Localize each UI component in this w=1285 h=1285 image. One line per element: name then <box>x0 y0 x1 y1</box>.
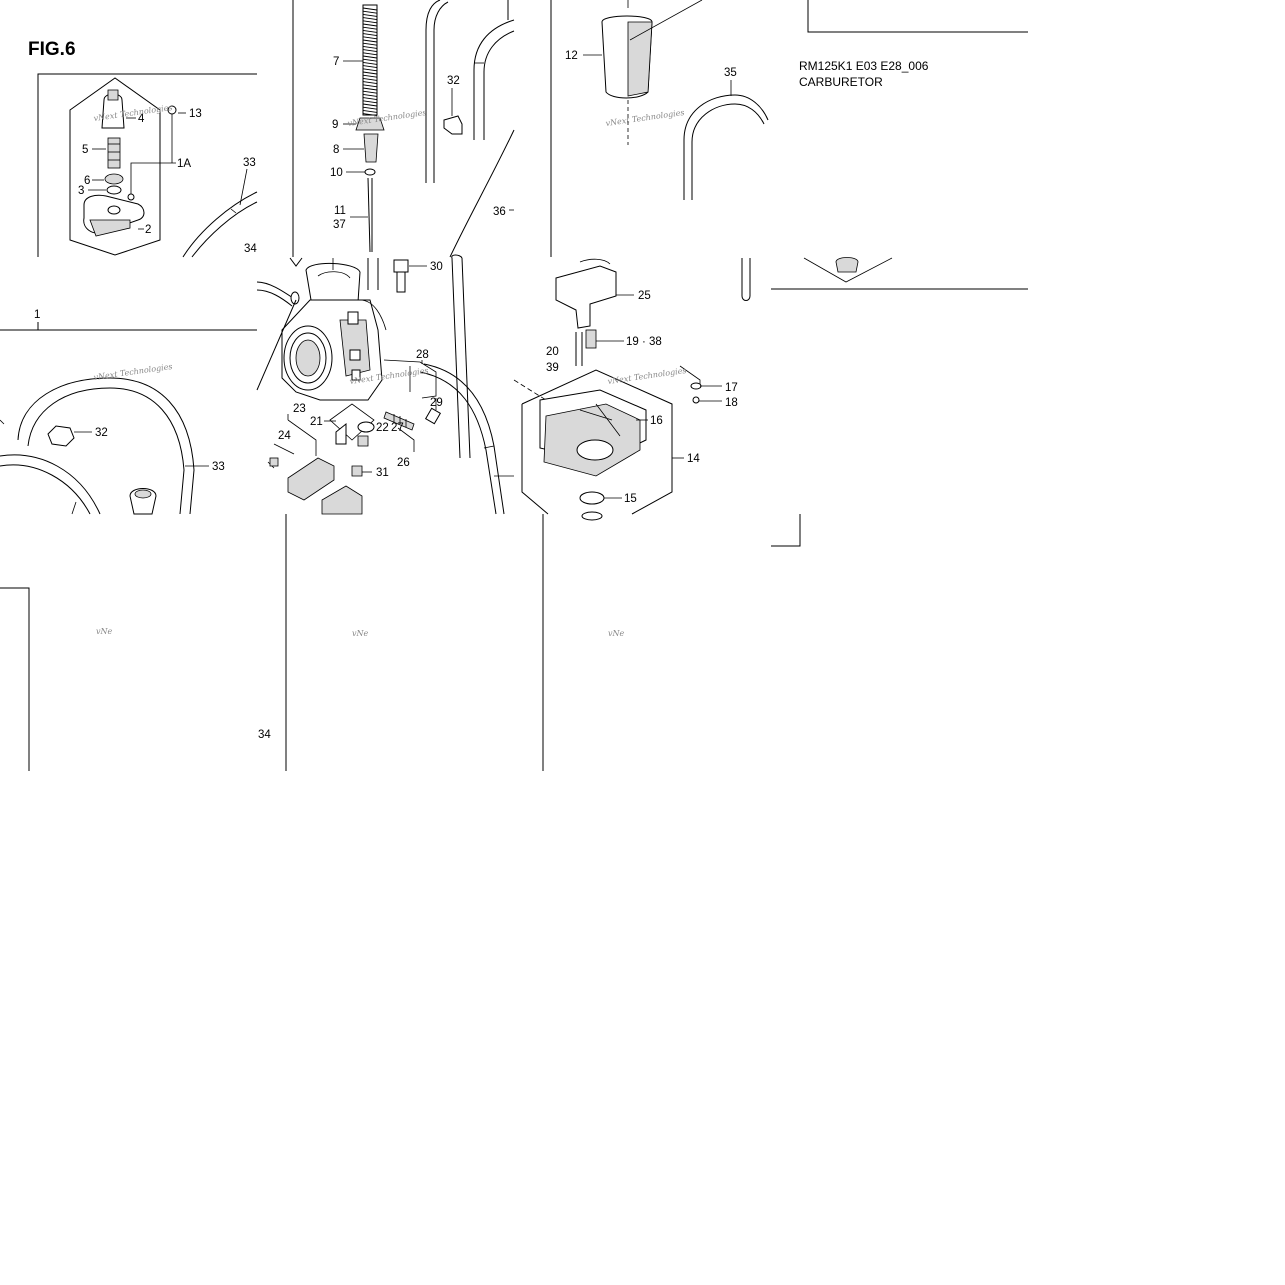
callout-1: 1 <box>34 309 40 321</box>
svg-text:vNe: vNe <box>96 627 113 636</box>
main-jet-parts <box>324 403 375 447</box>
callout-4: 4 <box>138 113 145 125</box>
callout-23: 23 <box>293 403 306 415</box>
callout-29: 29 <box>430 397 443 409</box>
callout-39: 39 <box>546 362 559 374</box>
callout-32-top: 32 <box>447 75 460 87</box>
breather-hoses <box>0 377 209 515</box>
callout-15: 15 <box>624 493 637 505</box>
svg-text:vNext Technologies: vNext Technologies <box>93 362 173 382</box>
callout-25: 25 <box>638 290 651 302</box>
callout-35: 35 <box>724 67 737 79</box>
diagram-title: CARBURETOR <box>799 75 883 89</box>
svg-text:vNext Technologies: vNext Technologies <box>347 108 427 128</box>
callout-24: 24 <box>278 430 291 442</box>
callout-27: 27 <box>391 422 404 434</box>
part-31-screw <box>351 465 372 477</box>
callout-34-bottom: 34 <box>258 729 271 741</box>
svg-text:vNext Technologies: vNext Technologies <box>605 108 685 128</box>
idle-screw-parts <box>383 359 442 425</box>
callout-32-left: 32 <box>95 427 108 439</box>
callout-21: 21 <box>310 416 323 428</box>
pilot-screw <box>383 411 415 452</box>
throttle-cap-assembly <box>69 77 186 256</box>
callout-3: 3 <box>78 185 84 197</box>
callout-16: 16 <box>650 415 663 427</box>
callout-9: 9 <box>332 119 338 131</box>
callout-26: 26 <box>397 457 410 469</box>
drain-fitting <box>803 257 893 283</box>
callout-13: 13 <box>189 108 202 120</box>
callout-31: 31 <box>376 467 389 479</box>
callout-6: 6 <box>84 175 90 187</box>
callout-1A: 1A <box>177 158 191 170</box>
callout-36: 36 <box>493 206 506 218</box>
callout-2: 2 <box>145 224 151 236</box>
callout-28: 28 <box>416 349 429 361</box>
callout-5: 5 <box>82 144 88 156</box>
callout-30: 30 <box>430 261 443 273</box>
diagram-code: RM125K1 E03 E28_006 <box>799 59 929 73</box>
figure-label: FIG.6 <box>28 39 76 60</box>
callout-18: 18 <box>725 397 738 409</box>
callout-14: 14 <box>687 453 700 465</box>
needle-spring-column <box>343 4 385 253</box>
carburetor-body <box>256 257 387 401</box>
svg-text:vNext Technologies: vNext Technologies <box>607 366 687 386</box>
tile-borders <box>0 0 1028 771</box>
callout-37: 37 <box>333 219 346 231</box>
float-assembly <box>267 414 363 515</box>
float-bowl <box>513 365 722 521</box>
callout-8: 8 <box>333 144 339 156</box>
callout-20: 20 <box>546 346 559 358</box>
float-bowl-upper-parts <box>555 258 634 366</box>
callout-7: 7 <box>333 56 339 68</box>
float-valve-cover <box>583 0 703 145</box>
part-30-bolt <box>393 259 427 293</box>
callout-17: 17 <box>725 382 738 394</box>
callout-34-top: 34 <box>244 243 257 255</box>
callout-33-left: 33 <box>212 461 225 473</box>
svg-text:vNe: vNe <box>608 629 625 638</box>
callout-33-top: 33 <box>243 157 256 169</box>
callout-22: 22 <box>376 422 389 434</box>
callout-10: 10 <box>330 167 343 179</box>
svg-text:vNe: vNe <box>352 629 369 638</box>
callout-19-38: 19 · 38 <box>626 336 662 348</box>
callout-12: 12 <box>565 50 578 62</box>
callout-11: 11 <box>334 205 346 217</box>
